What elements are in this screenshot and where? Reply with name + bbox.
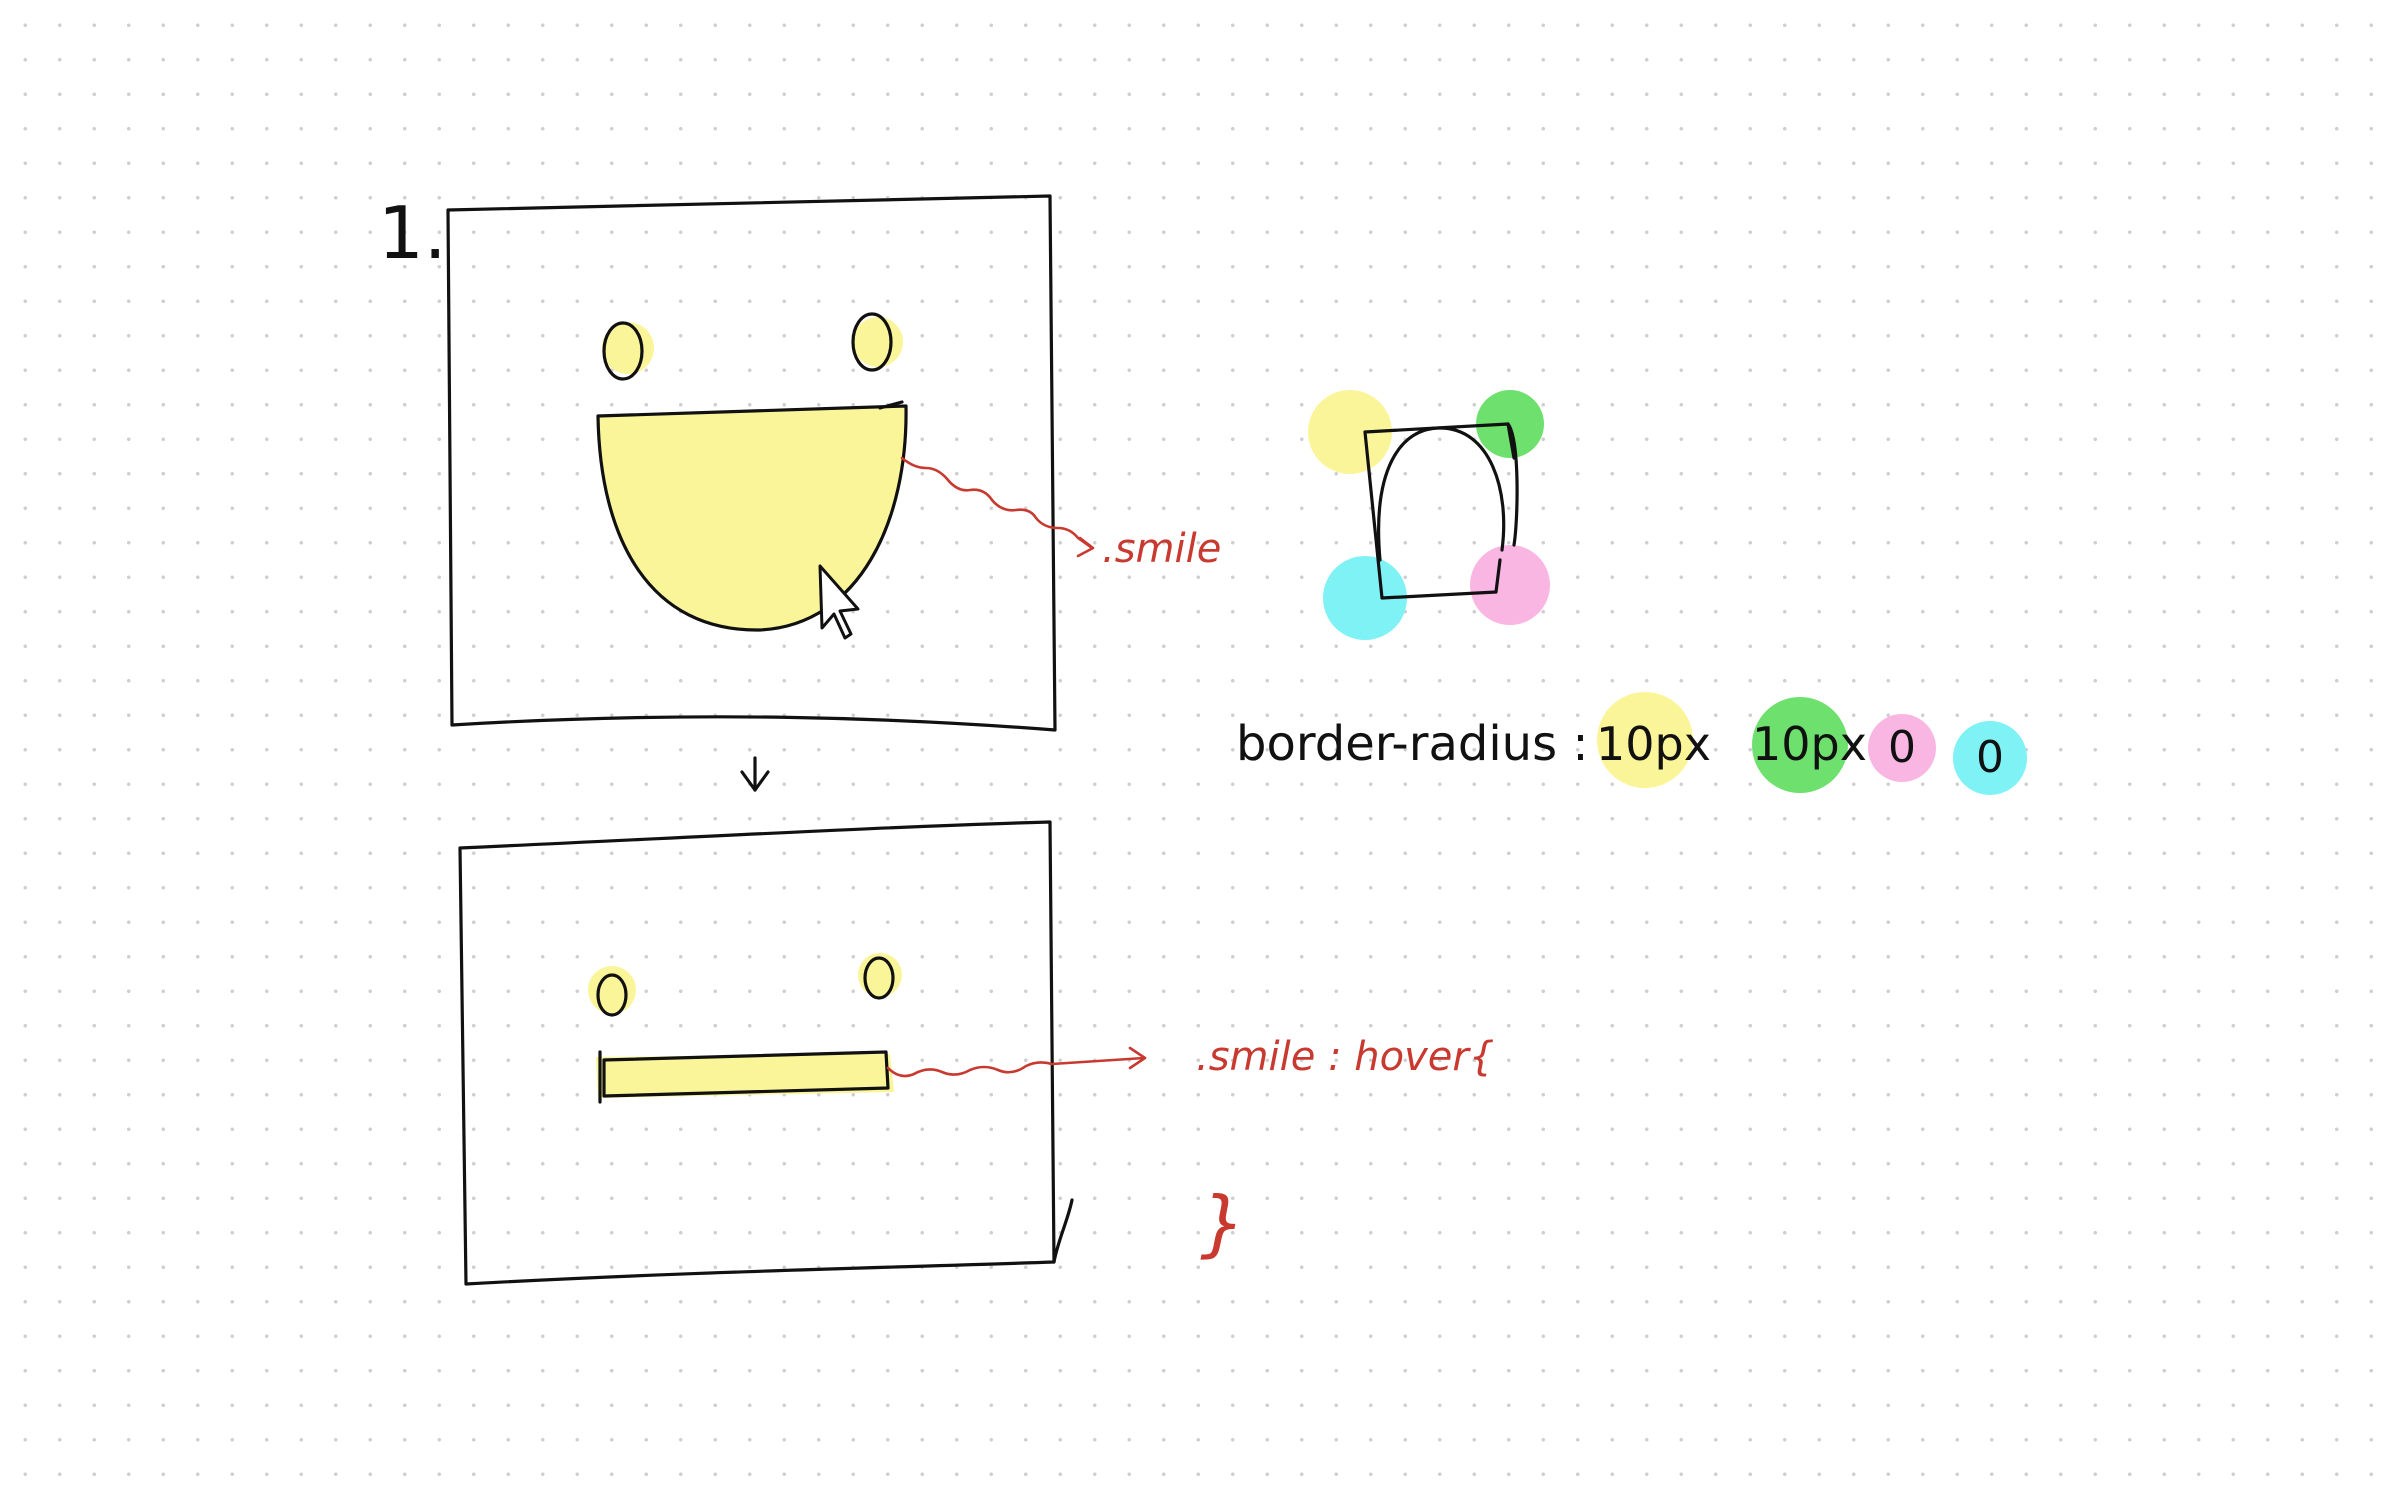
smile-shape xyxy=(596,404,908,632)
border-radius-diagram xyxy=(1308,390,1550,640)
radius-value-top-left: 10px xyxy=(1596,717,1711,771)
bottom-frame-border xyxy=(458,820,1056,1286)
smile-hover-label: .smile : hover{ xyxy=(1196,1034,1494,1080)
top-right-eye xyxy=(851,312,893,372)
cursor-arrow-icon xyxy=(818,564,860,640)
bottom-left-eye-highlight xyxy=(588,966,636,1014)
bottom-left-eye xyxy=(596,973,628,1017)
top-right-eye-highlight xyxy=(853,317,903,367)
border-radius-label: border-radius : xyxy=(1236,716,1589,772)
smile-pointer-arrow xyxy=(900,456,1094,550)
top-left-corner-dot xyxy=(1308,390,1392,474)
smile-label: .smile xyxy=(1102,526,1221,572)
value-chip-pink xyxy=(1868,714,1936,782)
value-chip-cyan xyxy=(1953,721,2027,795)
step-number: 1. xyxy=(378,191,447,275)
top-left-eye xyxy=(602,321,644,381)
bottom-right-eye xyxy=(863,956,895,1000)
hover-pointer-arrow xyxy=(886,1056,1146,1078)
value-chip-yellow xyxy=(1597,692,1693,788)
top-frame xyxy=(446,194,1057,732)
radius-value-bottom-right: 0 xyxy=(1888,722,1916,773)
radius-value-top-right: 10px xyxy=(1752,717,1867,771)
flat-smile-shape xyxy=(596,1054,894,1098)
bottom-left-corner-dot xyxy=(1323,556,1407,640)
radius-value-bottom-left: 0 xyxy=(1976,732,2004,783)
radius-arch-shape xyxy=(1377,426,1506,562)
value-chip-green xyxy=(1752,697,1848,793)
bottom-right-corner-dot xyxy=(1470,545,1550,625)
top-frame-border xyxy=(446,194,1057,732)
closing-brace: } xyxy=(1200,1181,1246,1265)
top-right-corner-dot xyxy=(1476,390,1544,458)
bottom-frame xyxy=(458,820,1074,1286)
arrow-down-icon xyxy=(740,756,770,792)
